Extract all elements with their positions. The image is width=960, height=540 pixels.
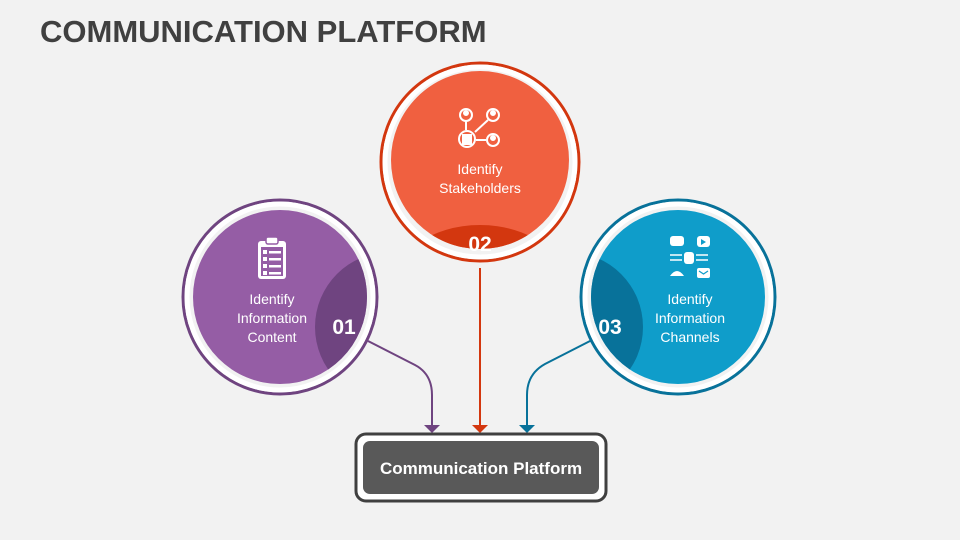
communication-platform-box[interactable]: Communication Platform bbox=[354, 432, 608, 503]
arrowhead-03 bbox=[519, 425, 535, 433]
step-03-label-line-3: Channels bbox=[660, 329, 719, 345]
arrowhead-02 bbox=[472, 425, 488, 433]
connector-01 bbox=[367, 340, 440, 433]
arrowhead-01 bbox=[424, 425, 440, 433]
step-01-label-line-3: Content bbox=[247, 329, 296, 345]
step-01-label-line-2: Information bbox=[237, 310, 307, 326]
step-03-label-line-1: Identify bbox=[667, 291, 712, 307]
connector-03 bbox=[519, 339, 593, 433]
step-02-circle[interactable]: Identify Stakeholders 02 bbox=[379, 61, 581, 355]
clipboard-checklist-icon bbox=[258, 236, 286, 279]
step-03-number: 03 bbox=[598, 316, 621, 339]
step-01-number: 01 bbox=[332, 316, 356, 339]
step-02-label-line-2: Stakeholders bbox=[439, 180, 521, 196]
stakeholder-network-icon bbox=[458, 108, 500, 148]
communication-platform-label: Communication Platform bbox=[380, 459, 582, 478]
connector-02 bbox=[472, 268, 488, 433]
step-03-label-line-2: Information bbox=[655, 310, 725, 326]
communication-channels-icon bbox=[670, 236, 710, 278]
step-01-label-line-1: Identify bbox=[249, 291, 294, 307]
step-02-label-line-1: Identify bbox=[457, 161, 502, 177]
page-title: COMMUNICATION PLATFORM bbox=[40, 14, 487, 49]
step-02-number: 02 bbox=[468, 233, 491, 256]
